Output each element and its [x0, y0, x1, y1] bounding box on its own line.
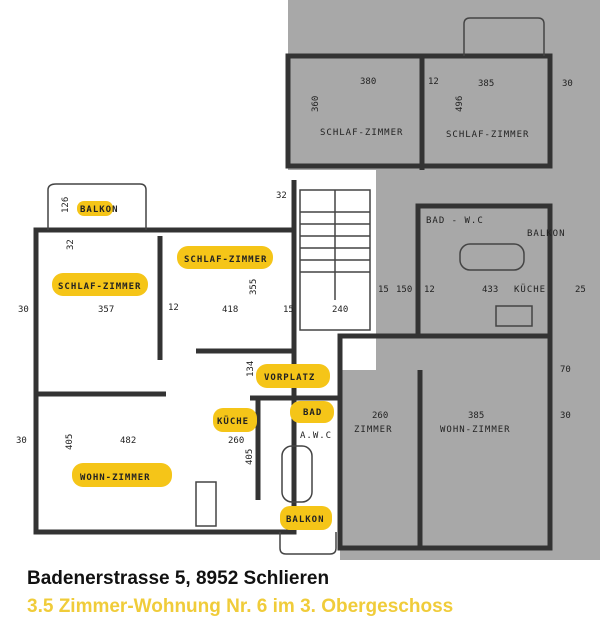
room-label-balkon: BALKON — [286, 515, 325, 525]
dim-label: 385 — [468, 411, 484, 421]
dim-label: 260 — [372, 411, 388, 421]
dim-label: 70 — [560, 365, 571, 375]
dim-label: 12 — [168, 303, 179, 313]
room-label: SCHLAF-ZIMMER — [446, 130, 529, 140]
dim-label: 25 — [575, 285, 586, 295]
dim-label: 12 — [424, 285, 435, 295]
dim-label: 150 — [396, 285, 412, 295]
unit-caption: 3.5 Zimmer-Wohnung Nr. 6 im 3. Obergesch… — [27, 596, 454, 617]
room-label: BALKON — [527, 229, 566, 239]
dim-label: 240 — [332, 305, 348, 315]
floor-plan: 126 32 30 357 418 355 32 15 240 12 134 4… — [16, 0, 600, 560]
room-label: ZIMMER — [354, 425, 393, 435]
dim-label: 260 — [228, 436, 244, 446]
room-label-balkon: BALKON — [80, 205, 119, 215]
dim-label: 30 — [562, 79, 573, 89]
dim-label: 360 — [311, 96, 321, 112]
highlighted-room-labels: BALKON SCHLAF-ZIMMER SCHLAF-ZIMMER VORPL… — [52, 201, 334, 530]
dim-label: 30 — [16, 436, 27, 446]
neighbour-walls — [285, 17, 553, 551]
dim-label: 385 — [478, 79, 494, 89]
dim-label: 15 — [283, 305, 294, 315]
room-label-schlafzimmer: SCHLAF-ZIMMER — [184, 255, 267, 265]
room-label: SCHLAF-ZIMMER — [320, 128, 403, 138]
dim-label: 12 — [428, 77, 439, 87]
dim-label: 134 — [246, 361, 256, 377]
shaded-neighbour-unit — [288, 0, 600, 560]
dim-label: 405 — [245, 449, 255, 465]
address-caption: Badenerstrasse 5, 8952 Schlieren — [27, 568, 330, 589]
dim-label: 126 — [61, 197, 71, 213]
room-label: WOHN-ZIMMER — [440, 425, 511, 435]
dim-label: 433 — [482, 285, 498, 295]
dimension-labels: 126 32 30 357 418 355 32 15 240 12 134 4… — [16, 77, 586, 465]
dim-label: 418 — [222, 305, 238, 315]
dim-label: 32 — [276, 191, 287, 201]
dim-label: 482 — [120, 436, 136, 446]
dim-label: 30 — [18, 305, 29, 315]
dim-label: 355 — [249, 279, 259, 295]
dim-label: 30 — [560, 411, 571, 421]
room-label-schlafzimmer: SCHLAF-ZIMMER — [58, 282, 141, 292]
neighbour-room-labels: SCHLAF-ZIMMER SCHLAF-ZIMMER BAD - W.C BA… — [320, 128, 566, 435]
stairwell — [299, 189, 371, 331]
room-label-vorplatz: VORPLATZ — [264, 373, 315, 383]
dim-label: 357 — [98, 305, 114, 315]
room-label-awc: A.W.C — [300, 431, 332, 441]
room-label: BAD - W.C — [426, 216, 484, 226]
dim-label: 15 — [378, 285, 389, 295]
dim-label: 496 — [455, 96, 465, 112]
dim-label: 380 — [360, 77, 376, 87]
dim-label: 405 — [65, 434, 75, 450]
room-label-kueche: KÜCHE — [217, 416, 249, 427]
room-label-wohnzimmer: WOHN-ZIMMER — [80, 473, 151, 483]
dim-label: 32 — [66, 239, 76, 250]
room-label-bad: BAD — [303, 408, 322, 418]
room-label: KÜCHE — [514, 284, 546, 295]
